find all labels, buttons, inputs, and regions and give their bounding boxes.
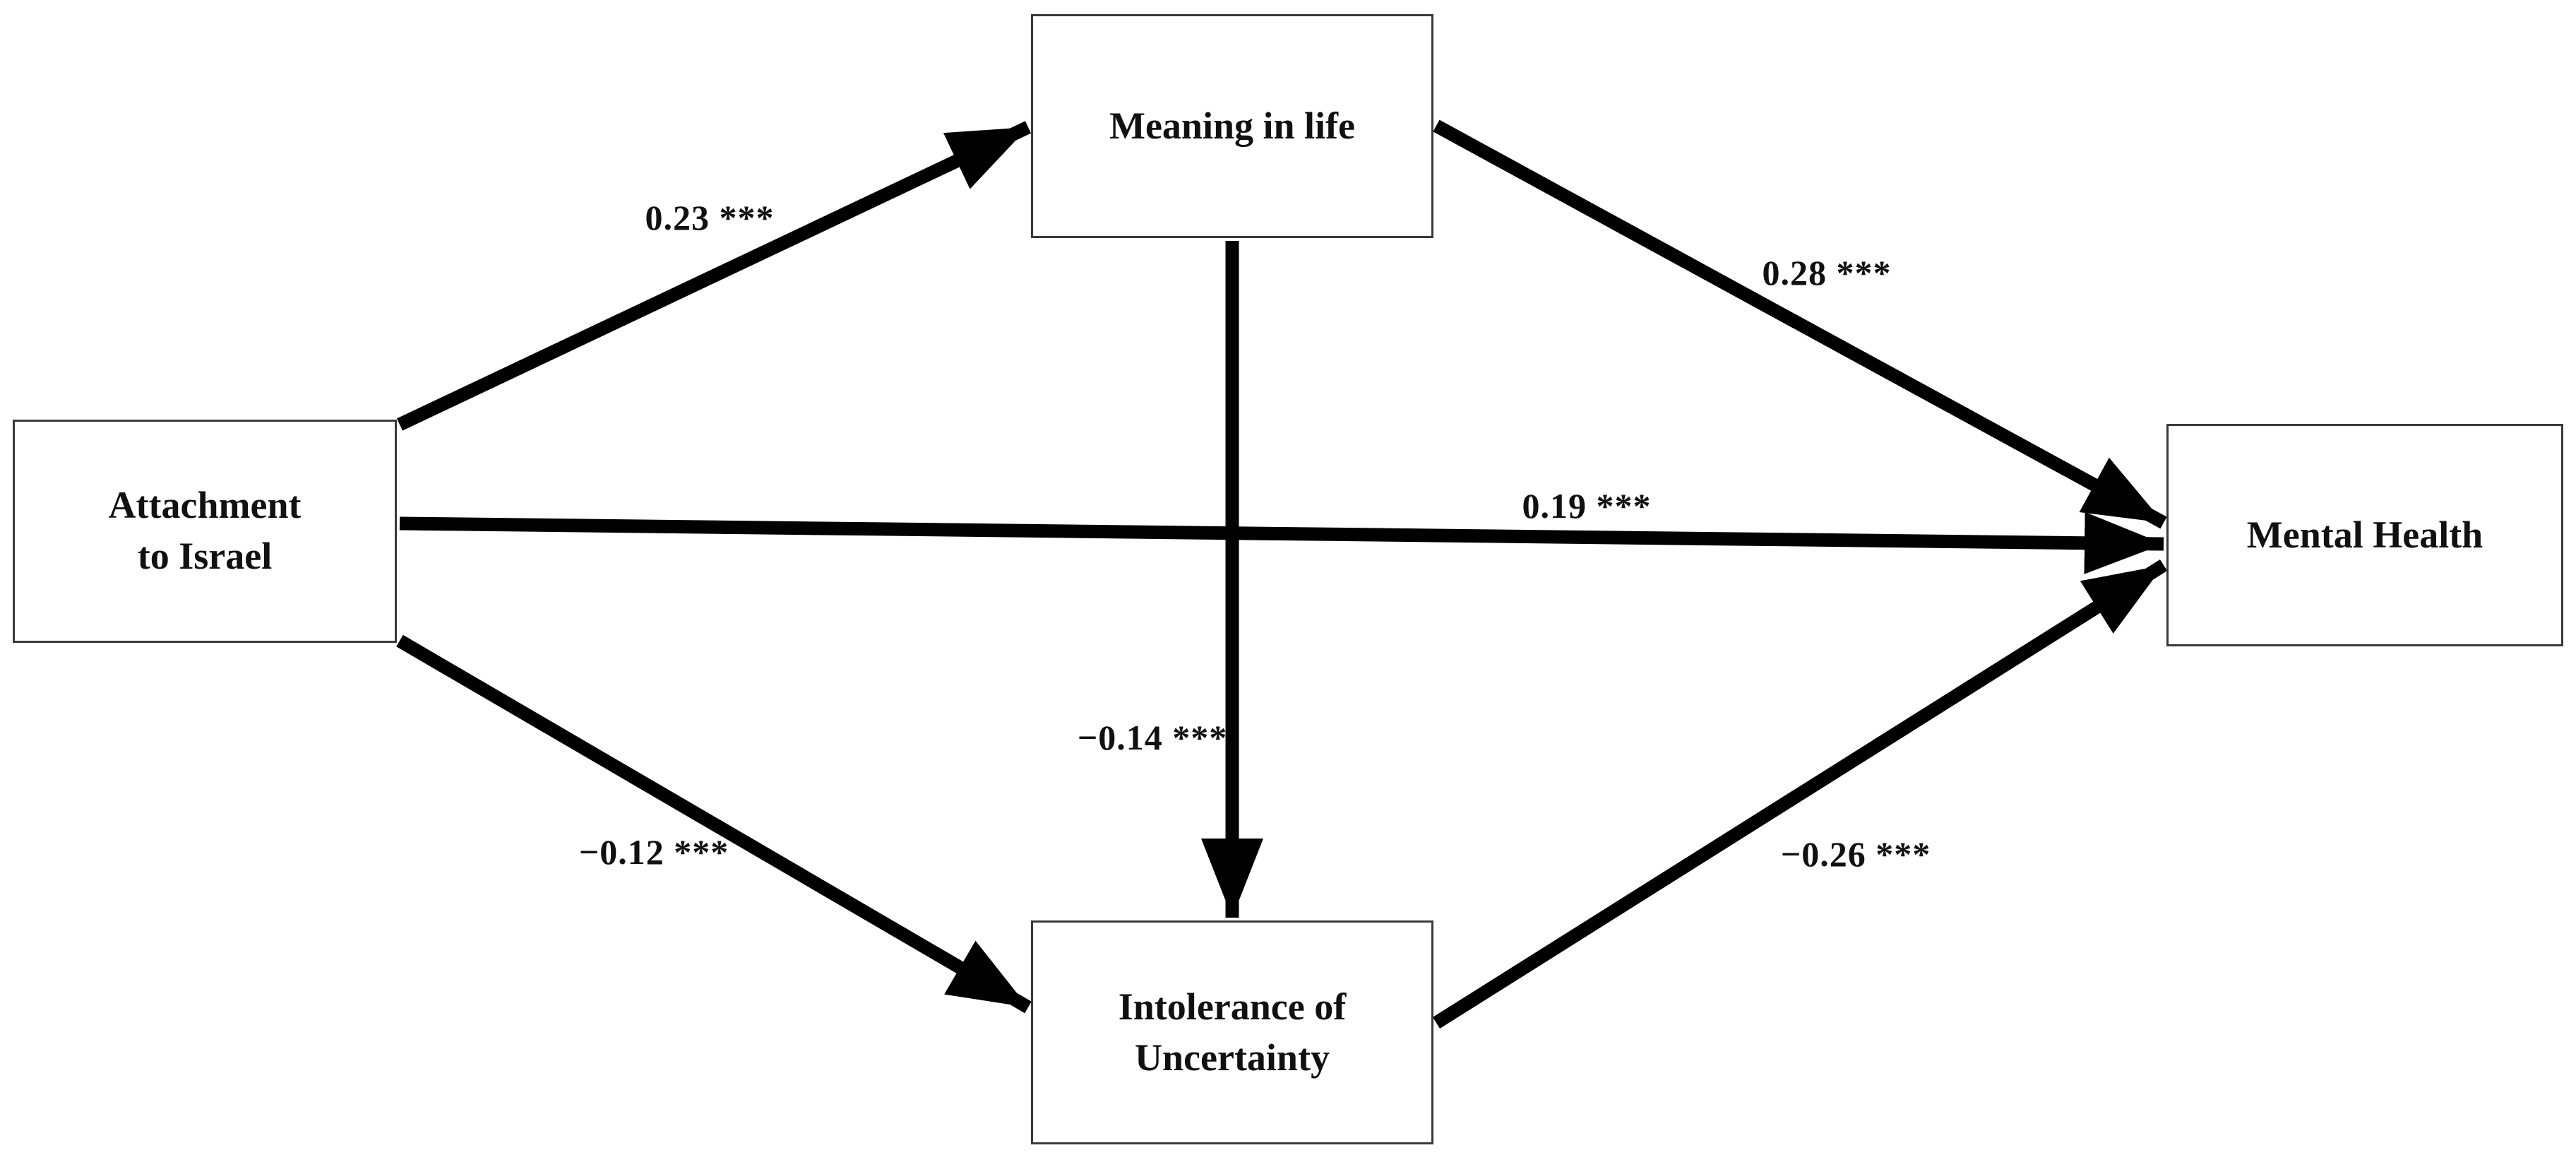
arrow-intolerance-to-mental-health — [1432, 559, 2168, 1029]
arrow-attachment-to-meaning — [396, 121, 1032, 431]
arrow-attachment-to-intolerance — [396, 634, 1032, 1014]
coefficient-attachment-to-meaning: 0.23 *** — [645, 198, 775, 237]
coefficient-meaning-to-mental-health: 0.28 *** — [1762, 253, 1892, 292]
node-label-attachment-to-israel: Attachment to Israel — [108, 484, 302, 577]
coefficient-meaning-to-intolerance: −0.14 *** — [1077, 718, 1228, 757]
node-label-meaning-in-life: Meaning in life — [1109, 104, 1355, 147]
node-attachment-to-israel: Attachment to Israel — [13, 420, 397, 643]
arrow-meaning-to-mental-health — [1433, 119, 2167, 529]
coefficient-intolerance-to-mental-health: −0.26 *** — [1780, 834, 1931, 874]
coefficient-attachment-to-mental-health: 0.19 *** — [1522, 486, 1652, 526]
node-mental-health: Mental Health — [2166, 424, 2563, 646]
node-label-mental-health: Mental Health — [2246, 513, 2483, 556]
node-label-intolerance-of-uncertainty: Intolerance of Uncertainty — [1118, 985, 1347, 1079]
node-meaning-in-life: Meaning in life — [1031, 14, 1433, 238]
coefficient-attachment-to-intolerance: −0.12 *** — [578, 832, 729, 872]
node-intolerance-of-uncertainty: Intolerance of Uncertainty — [1031, 920, 1433, 1144]
arrow-attachment-to-mental-health — [399, 511, 2164, 574]
